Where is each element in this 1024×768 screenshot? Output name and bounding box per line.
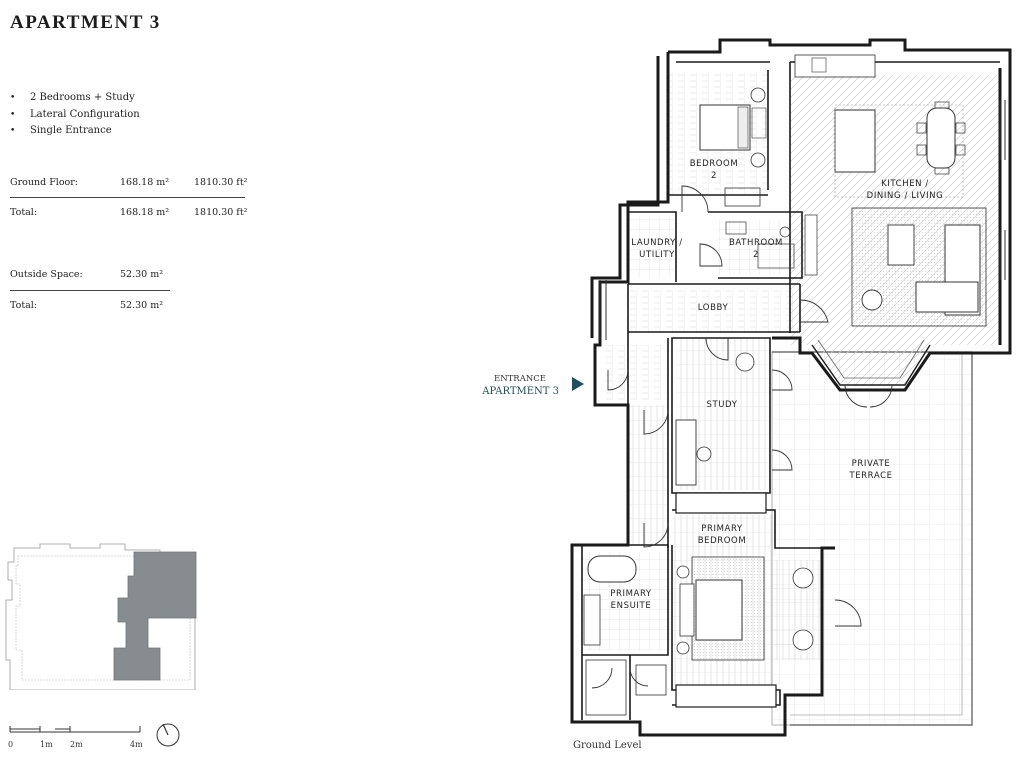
exterior-wall bbox=[668, 38, 1012, 392]
feature-item: Single Entrance bbox=[10, 123, 140, 140]
area-label: Ground Floor: bbox=[10, 177, 78, 188]
room-label-kitchen: KITCHEN /DINING / LIVING bbox=[866, 179, 944, 201]
scale-label: 2m bbox=[70, 740, 83, 749]
page-title: APARTMENT 3 bbox=[10, 12, 161, 33]
scale-label: 1m bbox=[40, 740, 53, 749]
room-label-study: STUDY bbox=[706, 400, 738, 410]
terrace-floor bbox=[771, 351, 973, 726]
area-m2: 52.30 m² bbox=[120, 300, 164, 311]
lobby-floor bbox=[628, 290, 798, 332]
feature-list: 2 Bedrooms + Study Lateral Configuration… bbox=[10, 90, 140, 140]
key-plan-apartment-highlight bbox=[113, 551, 197, 681]
entrance-arrow-icon bbox=[572, 377, 584, 391]
room-label-lobby: LOBBY bbox=[697, 303, 729, 313]
feature-item: 2 Bedrooms + Study bbox=[10, 90, 140, 107]
scale-bar bbox=[9, 723, 180, 747]
area-label: Total: bbox=[10, 300, 38, 311]
desk bbox=[675, 419, 697, 486]
bathtub bbox=[587, 555, 637, 583]
area-ft2: 1810.30 ft² bbox=[194, 177, 248, 188]
corridor-floor bbox=[628, 405, 668, 545]
area-ft2: 1810.30 ft² bbox=[194, 207, 248, 218]
area-m2: 168.18 m² bbox=[120, 207, 170, 218]
scale-label: 4m bbox=[130, 740, 143, 749]
entrance-label: ENTRANCE bbox=[494, 374, 546, 384]
area-m2: 52.30 m² bbox=[120, 269, 164, 280]
area-m2: 168.18 m² bbox=[120, 177, 170, 188]
bed bbox=[695, 579, 743, 641]
room-label-laundry: LAUNDRY /UTILITY bbox=[631, 238, 683, 260]
area-label: Total: bbox=[10, 207, 38, 218]
divider bbox=[10, 197, 245, 198]
entrance-apartment-label: APARTMENT 3 bbox=[482, 386, 559, 397]
north-arrow-icon bbox=[156, 723, 180, 747]
key-plan bbox=[5, 543, 197, 690]
scale-label: 0 bbox=[8, 740, 14, 749]
dining-table bbox=[926, 107, 956, 169]
level-label: Ground Level bbox=[573, 740, 642, 751]
divider bbox=[10, 290, 170, 291]
feature-item: Lateral Configuration bbox=[10, 107, 140, 124]
floor-plan bbox=[570, 38, 1012, 737]
area-label: Outside Space: bbox=[10, 269, 83, 280]
